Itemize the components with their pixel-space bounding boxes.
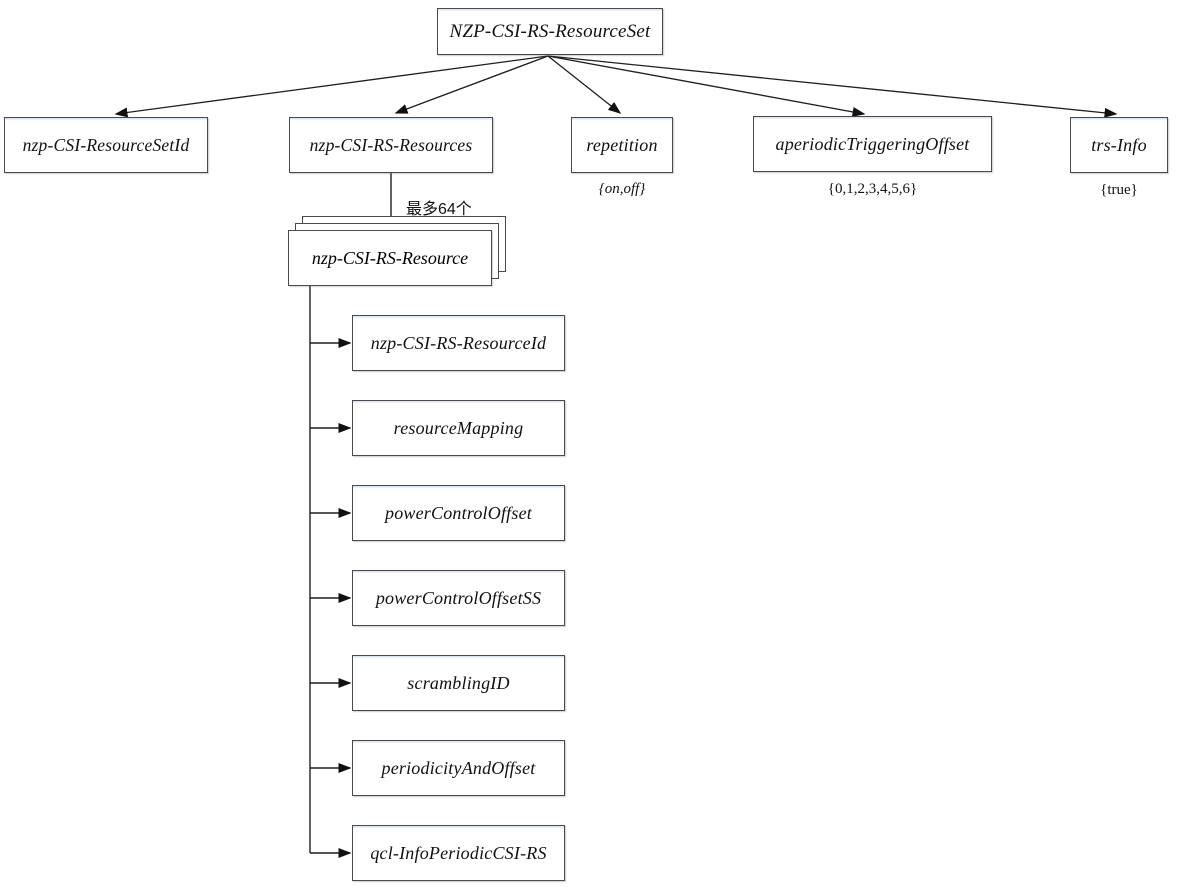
node-resourcemapping-label: resourceMapping: [393, 417, 524, 438]
node-aperiodictriggeringoffset: aperiodicTriggeringOffset: [753, 116, 992, 172]
node-aperiodictriggeringoffset-label: aperiodicTriggeringOffset: [775, 133, 970, 154]
node-scramblingid: scramblingID: [352, 655, 565, 711]
node-powercontroloffsetss: powerControlOffsetSS: [352, 570, 565, 626]
connector-root-to-resources: [394, 55, 549, 114]
value-aperiodictriggeringoffset: {0,1,2,3,4,5,6}: [827, 181, 918, 197]
connector-root-to-repetition: [547, 55, 622, 114]
node-powercontroloffsetss-label: powerControlOffsetSS: [375, 587, 542, 608]
node-nzp-csi-resourcesetid-label: nzp-CSI-ResourceSetId: [22, 134, 190, 155]
node-trs-info-label: trs-Info: [1091, 134, 1147, 155]
node-periodicityandoffset: periodicityAndOffset: [352, 740, 565, 796]
node-repetition: repetition: [571, 117, 673, 173]
connector-root-to-aperiodictriggeringoffset: [547, 55, 866, 117]
value-repetition: {on,off}: [598, 181, 646, 197]
node-repetition-label: repetition: [586, 134, 658, 155]
node-nzp-csi-resourcesetid: nzp-CSI-ResourceSetId: [4, 117, 208, 173]
multiplicity-label: 最多64个: [406, 201, 472, 218]
node-powercontroloffset-label: powerControlOffset: [385, 502, 532, 523]
node-nzp-csi-rs-resourceset-label: NZP-CSI-RS-ResourceSet: [449, 20, 651, 42]
node-trs-info: trs-Info: [1070, 117, 1168, 173]
node-nzp-csi-rs-resourceset: NZP-CSI-RS-ResourceSet: [437, 8, 663, 55]
node-qcl-infoperiodiccsi-rs: qcl-InfoPeriodicCSI-RS: [352, 825, 565, 881]
node-nzp-csi-rs-resources: nzp-CSI-RS-Resources: [289, 117, 493, 173]
node-nzp-csi-rs-resources-label: nzp-CSI-RS-Resources: [309, 134, 473, 155]
node-scramblingid-label: scramblingID: [407, 672, 510, 693]
node-nzp-csi-rs-resourceid: nzp-CSI-RS-ResourceId: [352, 315, 565, 371]
node-nzp-csi-rs-resource: nzp-CSI-RS-Resource: [288, 230, 492, 286]
node-nzp-csi-rs-resourceid-label: nzp-CSI-RS-ResourceId: [370, 332, 547, 353]
node-periodicityandoffset-label: periodicityAndOffset: [381, 757, 536, 778]
node-resourcemapping: resourceMapping: [352, 400, 565, 456]
node-qcl-infoperiodiccsi-rs-label: qcl-InfoPeriodicCSI-RS: [370, 842, 547, 863]
connector-root-to-resourcesetid: [114, 55, 549, 118]
node-nzp-csi-rs-resource-label: nzp-CSI-RS-Resource: [311, 247, 469, 268]
node-powercontroloffset: powerControlOffset: [352, 485, 565, 541]
value-trs-info: {true}: [1100, 182, 1138, 198]
connector-root-to-trsinfo: [547, 55, 1118, 118]
